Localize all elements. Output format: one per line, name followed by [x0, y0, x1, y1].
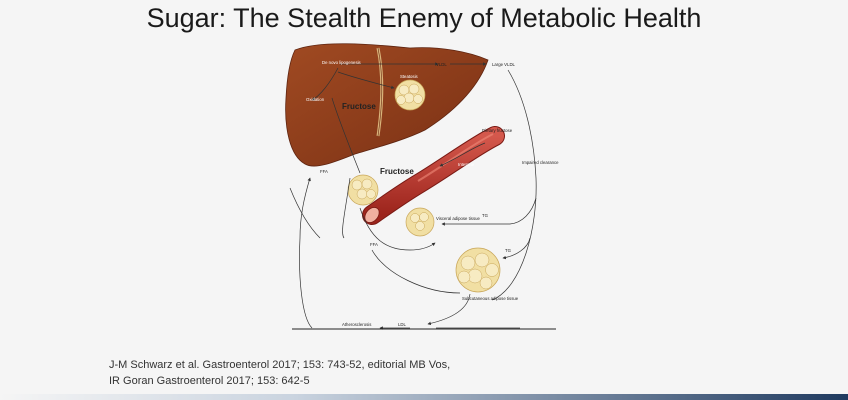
- footer-band: [0, 394, 848, 400]
- citation: J-M Schwarz et al. Gastroenterol 2017; 1…: [109, 357, 629, 389]
- subcutaneous-adipose-cluster: [455, 247, 501, 293]
- slide-title: Sugar: The Stealth Enemy of Metabolic He…: [146, 3, 702, 33]
- label-subq-adipose: Subcutaneous adipose tissue: [462, 296, 519, 301]
- label-ffa-bottom: FFA: [370, 242, 378, 247]
- label-steatosis: Steatosis: [400, 74, 418, 79]
- label-de-novo: De novo lipogenesis: [322, 60, 361, 65]
- label-tg-visceral: TG: [482, 213, 489, 218]
- label-vldl: VLDL: [436, 62, 447, 67]
- label-fructose-liver: Fructose: [342, 102, 376, 111]
- label-intestine: Intestine: [458, 162, 475, 167]
- citation-line-2: IR Goran Gastroenterol 2017; 153: 642-5: [109, 375, 310, 387]
- liver-shape: [285, 43, 489, 167]
- label-impaired-clearance: Impaired clearance: [522, 160, 559, 165]
- label-atherosclerosis: Atherosclerosis: [342, 322, 371, 327]
- visceral-fat-cluster-left: [347, 174, 379, 206]
- label-ldl: LDL: [398, 322, 406, 327]
- visceral-adipose-cluster: [405, 207, 435, 237]
- metabolic-pathway-diagram: De novo lipogenesis Oxidation Fructose S…: [260, 38, 590, 340]
- label-visceral-adipose: Visceral adipose tissue: [436, 216, 480, 221]
- pathway-arrows: [289, 62, 537, 330]
- label-dietary-fructose: Dietary fructose: [482, 128, 513, 133]
- label-tg-subq: TG: [505, 248, 512, 253]
- label-large-vldl: Large VLDL: [492, 62, 516, 67]
- label-fructose-gut: Fructose: [380, 167, 414, 176]
- steatosis-fat-cluster: [394, 79, 426, 111]
- label-oxidation: Oxidation: [306, 97, 325, 102]
- citation-line-1: J-M Schwarz et al. Gastroenterol 2017; 1…: [109, 359, 451, 371]
- label-ffa-left: FFA: [320, 169, 328, 174]
